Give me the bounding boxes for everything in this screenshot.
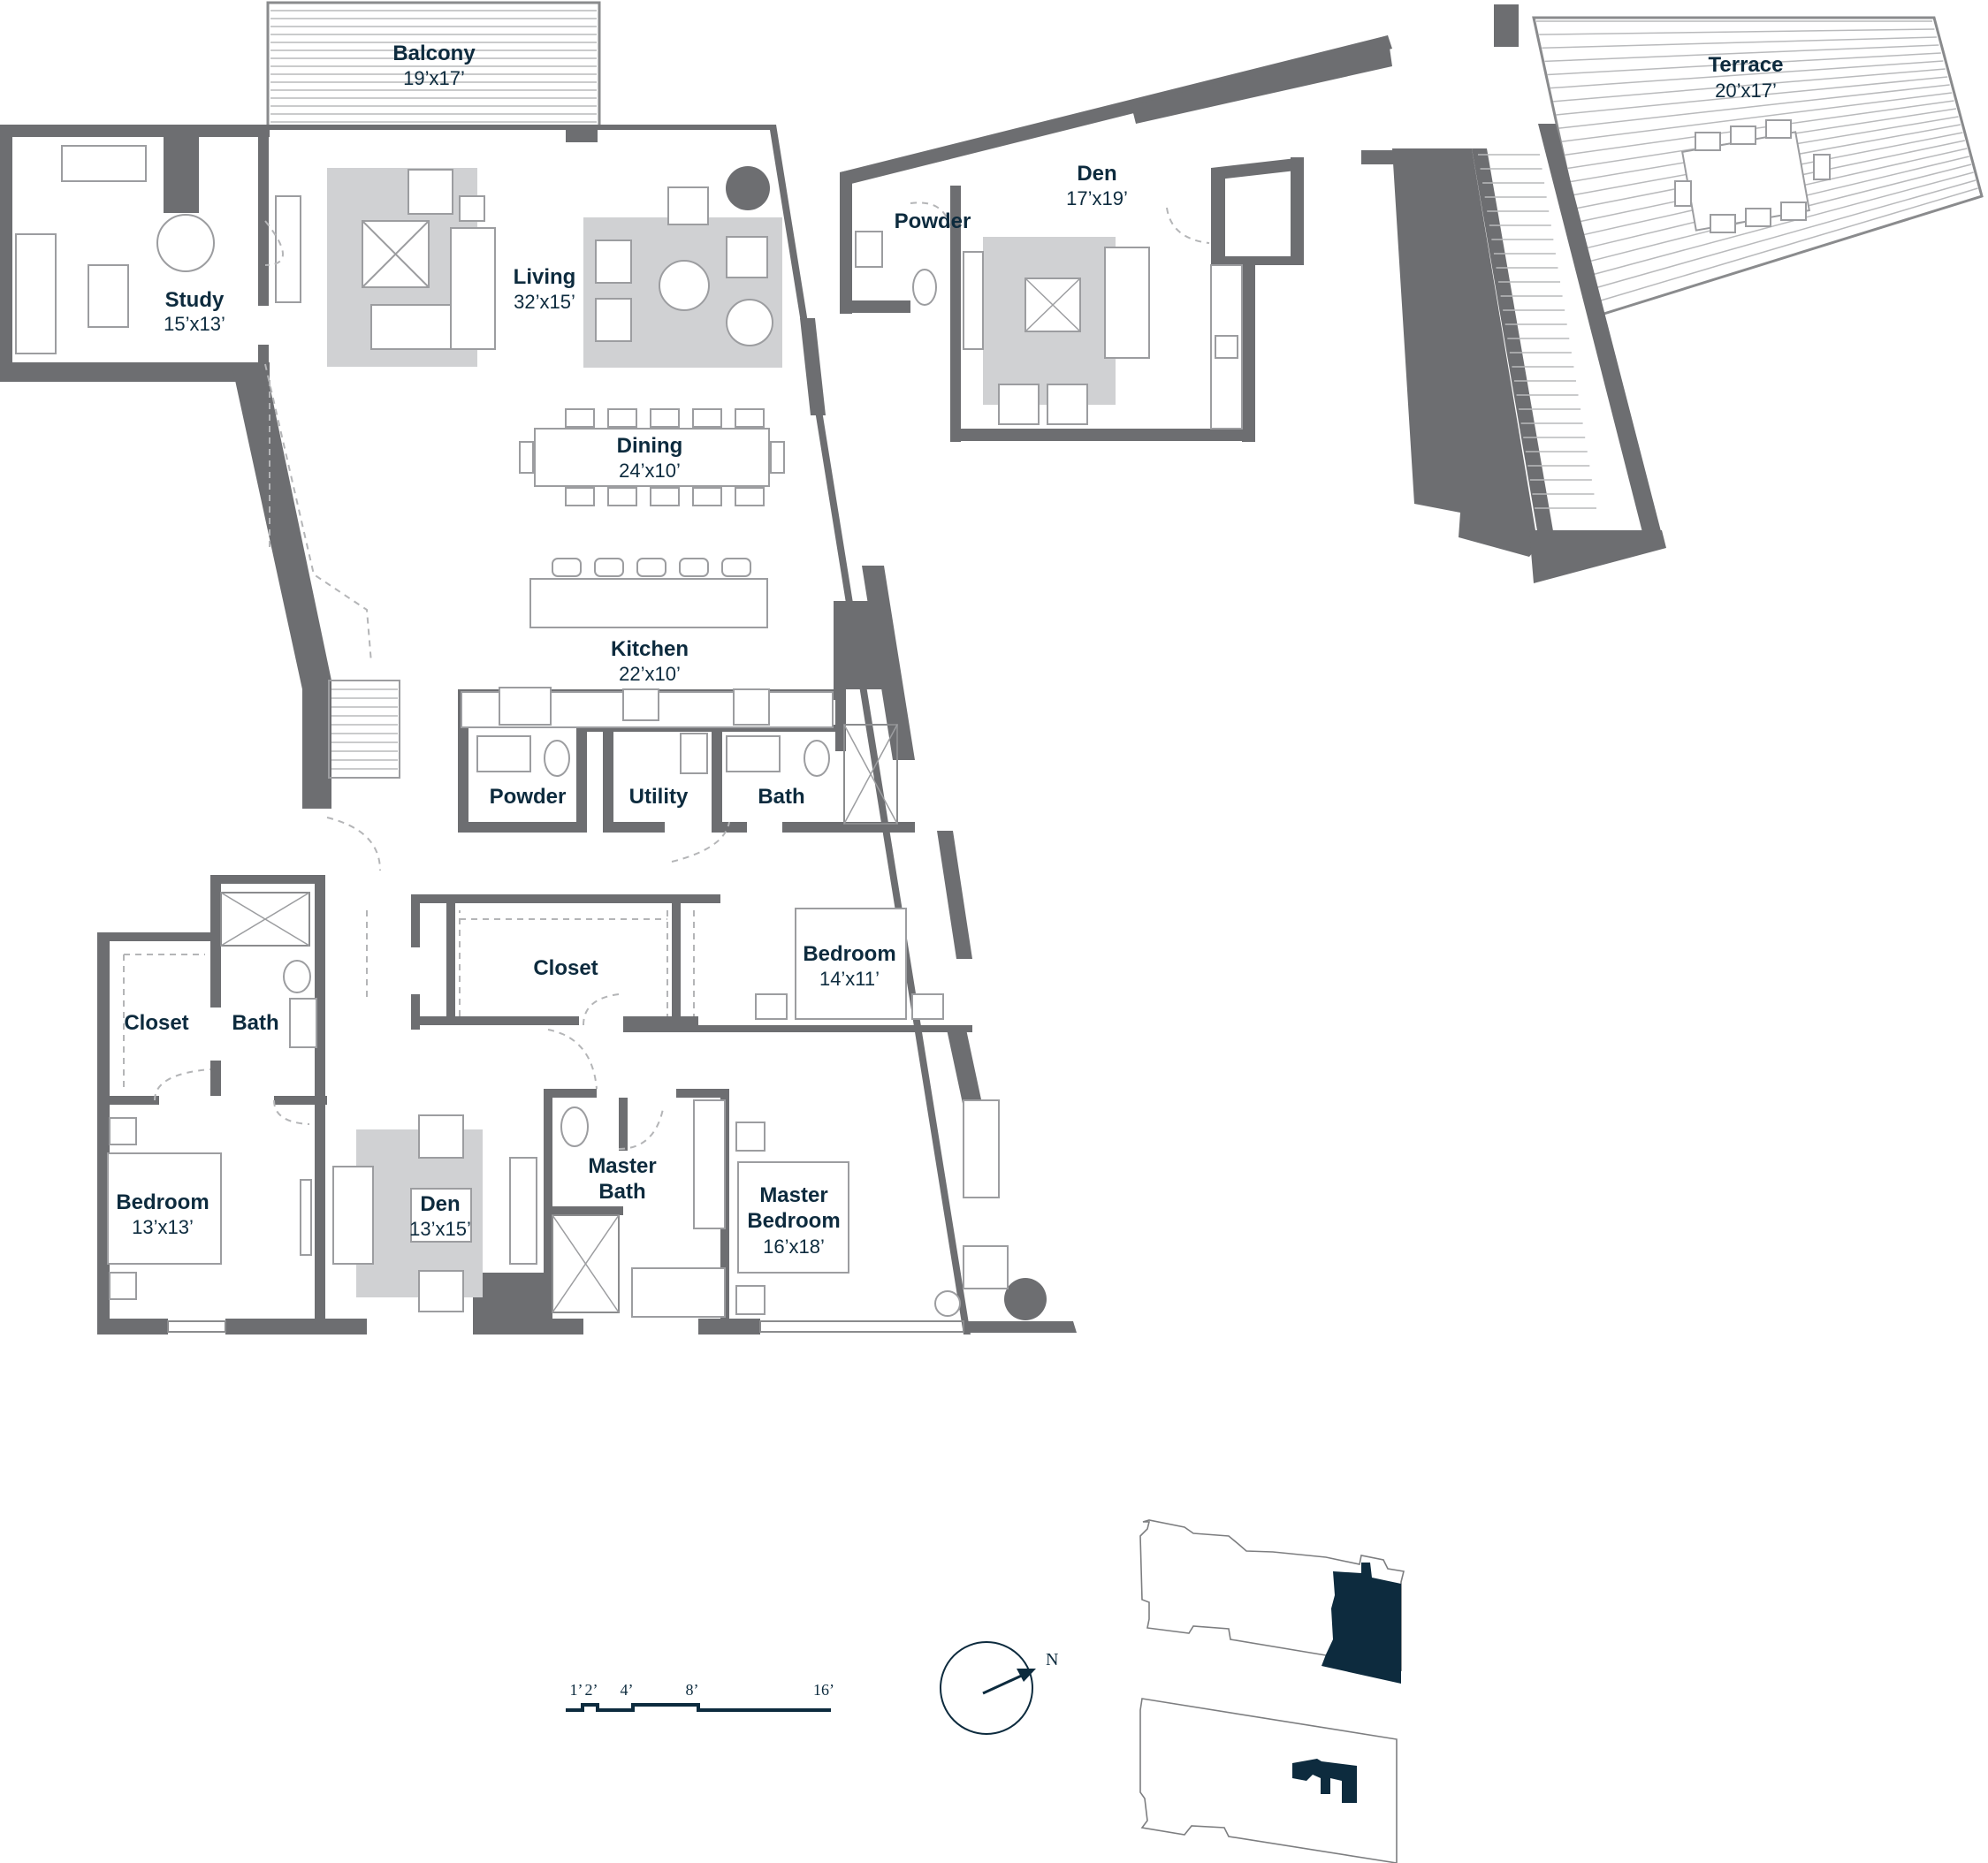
main-unit-details [15,145,1009,1318]
bedroom-west-dim: 13’x13’ [132,1216,194,1238]
kitchen-label: Kitchen [611,637,689,661]
dining-chair [770,441,785,474]
dining-chair [519,441,534,474]
terrace-dim: 20’x17’ [1715,80,1777,102]
terrace-board [1539,28,1935,35]
master-bath-label-2: Bath [598,1180,645,1204]
utility-label: Utility [629,785,689,809]
terrace-board [1595,187,1978,303]
bedroom-east-dim: 14’x11’ [819,968,880,990]
key-plan-upper [1139,1519,1405,1684]
terrace-board [1553,68,1946,103]
dining-dim: 24’x10’ [619,460,681,482]
terrace-chair [1745,208,1771,227]
upper-unit-walls [840,4,1666,583]
den-upper-label: Den [1077,162,1116,186]
scale-label-16: 16’ [813,1681,834,1699]
living-dim: 32’x15’ [514,291,575,313]
north-label: N [1046,1650,1058,1669]
terrace-chair [1710,214,1736,233]
dining-chair [565,487,595,506]
dining-chair [565,408,595,428]
dining-chair [735,408,765,428]
bath-west-label: Bath [232,1011,278,1035]
scale-label-8: 8’ [686,1681,699,1699]
balcony-dim: 19’x17’ [403,67,465,89]
dining-chair [735,487,765,506]
terrace-chair [1695,132,1721,151]
terrace-label: Terrace [1709,53,1784,77]
upper-unit-details [855,119,1831,509]
scale-label-4: 4’ [621,1681,634,1699]
master-bedroom-dim: 16’x18’ [763,1236,825,1258]
terrace-chair [1765,119,1792,139]
terrace-board [1564,100,1954,156]
terrace-chair [1730,125,1756,145]
stair-outline [328,680,400,779]
living-label: Living [514,265,576,289]
den-lower-label: Den [420,1192,460,1216]
terrace-board [1544,44,1939,63]
study-label: Study [165,288,225,312]
terrace-board [1561,92,1953,142]
terrace-chair [1780,202,1807,221]
island-stool [721,558,751,577]
dining-chair [692,408,722,428]
main-unit-walls [0,125,1077,1335]
master-bedroom-label-2: Bedroom [747,1209,840,1233]
closet-center-label: Closet [533,956,598,980]
balcony-deck [266,1,601,128]
key-plan-lower [1139,1698,1398,1863]
bedroom-east-label: Bedroom [803,942,895,966]
master-bath-label-1: Master [588,1154,656,1178]
terrace-chair [1674,180,1692,207]
north-compass: N [940,1641,1058,1735]
terrace-board [1558,84,1950,129]
island-stool [552,558,582,577]
terrace-board [1592,179,1977,290]
powder-label: Powder [490,785,567,809]
balcony-label: Balcony [392,42,476,65]
study-dim: 15’x13’ [164,313,225,335]
den-upper-dim: 17’x19’ [1066,187,1128,209]
terrace-board [1547,52,1941,76]
scale-bar: 1’ 2’ 4’ 8’ 16’ [566,1681,834,1712]
island-stool [636,558,666,577]
terrace-board [1550,60,1944,89]
closet-west-label: Closet [124,1011,188,1035]
den-lower-dim: 13’x15’ [409,1218,471,1240]
bath-label: Bath [758,785,804,809]
island-stool [594,558,624,577]
dining-label: Dining [617,434,683,458]
powder-upper-label: Powder [895,209,971,233]
terrace-chair [1813,154,1831,180]
dining-chair [650,487,680,506]
scale-label-1: 1’ [570,1681,583,1699]
room-labels: Balcony 19’x17’ Study 15’x13’ Living 32’… [116,42,1783,1258]
island-stool [679,558,709,577]
dining-chair [692,487,722,506]
terrace-board [1556,76,1948,116]
scale-label-2: 2’ [585,1681,598,1699]
bedroom-west-label: Bedroom [116,1190,209,1214]
dining-chair [607,487,637,506]
terrace-board [1589,171,1974,277]
dining-chair [607,408,637,428]
master-bedroom-label-1: Master [759,1183,827,1207]
terrace-board [1542,36,1937,49]
dining-chair [650,408,680,428]
kitchen-dim: 22’x10’ [619,663,681,685]
north-arrow-icon [1017,1669,1036,1682]
